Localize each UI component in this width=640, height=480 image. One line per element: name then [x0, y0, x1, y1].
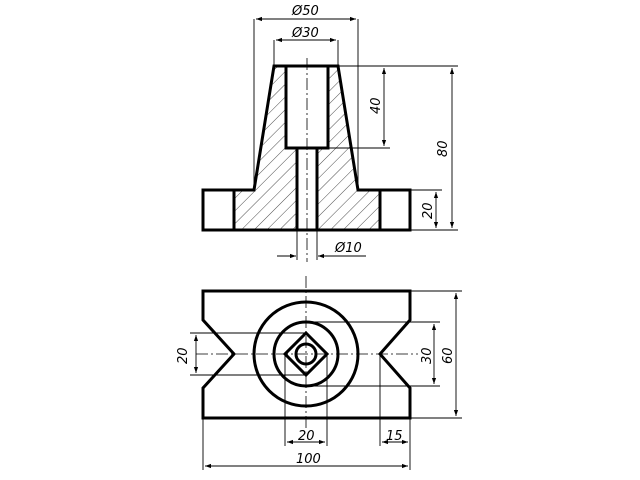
dim-small-hole: Ø10: [334, 241, 362, 256]
dim-bore-depth: 40: [369, 97, 384, 114]
front-section-view: [201, 58, 412, 262]
hatch-left: [234, 66, 297, 230]
top-dimensions: 20 30 60 20 15 100: [176, 290, 462, 470]
dim-circle-30: 30: [420, 347, 435, 364]
dim-bore-diameter: Ø30: [291, 26, 319, 41]
dim-outer-diameter: Ø50: [291, 4, 319, 19]
top-outline: [201, 289, 412, 420]
dim-square-width: 20: [298, 429, 315, 444]
dim-groove-depth: 15: [386, 429, 403, 444]
dim-overall-depth: 60: [441, 347, 456, 364]
front-dimensions: Ø50 Ø30 40 80 20 Ø10: [253, 4, 458, 260]
top-view: [196, 276, 418, 428]
dim-vgroove-width: 20: [176, 347, 191, 364]
dim-flange-height: 20: [421, 202, 436, 219]
dim-total-height: 80: [436, 140, 451, 157]
dim-overall-width: 100: [296, 452, 321, 467]
